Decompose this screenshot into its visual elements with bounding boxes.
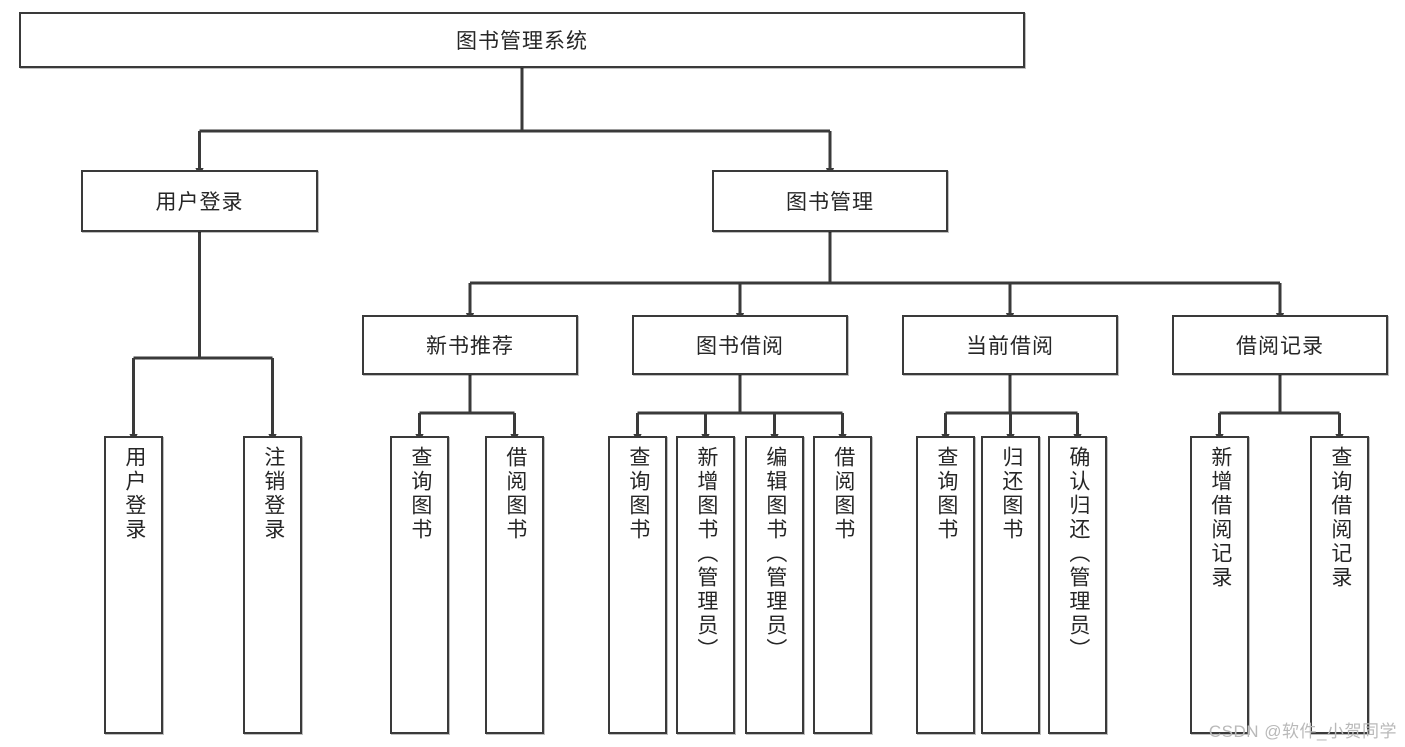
node-label: 图书管理 (786, 191, 874, 214)
leaf-borrow-book-2[interactable]: 借阅图书 (813, 436, 872, 734)
node-label: 查询图书 (934, 446, 958, 542)
watermark: CSDN @软件_小贺同学 (1208, 722, 1397, 741)
node-label: 归还图书 (999, 446, 1023, 542)
node-label: 借阅图书 (831, 446, 855, 542)
node-label: 图书管理系统 (456, 30, 588, 53)
node-label: 新增图书（管理员） (694, 446, 718, 662)
leaf-query-book-3[interactable]: 查询图书 (916, 436, 975, 734)
node-label: 查询图书 (408, 446, 432, 542)
node-root[interactable]: 图书管理系统 (19, 12, 1025, 68)
node-label: 编辑图书（管理员） (763, 446, 787, 662)
node-label: 当前借阅 (966, 335, 1054, 358)
leaf-confirm-return[interactable]: 确认归还（管理员） (1048, 436, 1107, 734)
node-label: 新书推荐 (426, 335, 514, 358)
node-current-borrow[interactable]: 当前借阅 (902, 315, 1118, 375)
node-new-book-recommend[interactable]: 新书推荐 (362, 315, 578, 375)
node-label: 用户登录 (155, 191, 244, 214)
leaf-logout[interactable]: 注销登录 (243, 436, 302, 734)
leaf-add-borrow-record[interactable]: 新增借阅记录 (1190, 436, 1249, 734)
leaf-query-book-1[interactable]: 查询图书 (390, 436, 449, 734)
node-label: 借阅图书 (503, 446, 527, 542)
node-label: 注销登录 (261, 446, 285, 542)
node-book-manage[interactable]: 图书管理 (712, 170, 948, 232)
leaf-user-login[interactable]: 用户登录 (104, 436, 163, 734)
leaf-query-borrow-record[interactable]: 查询借阅记录 (1310, 436, 1369, 734)
leaf-return-book[interactable]: 归还图书 (981, 436, 1040, 734)
node-label: 用户登录 (122, 446, 146, 542)
leaf-add-book[interactable]: 新增图书（管理员） (676, 436, 735, 734)
node-borrow-record[interactable]: 借阅记录 (1172, 315, 1388, 375)
node-label: 借阅记录 (1236, 335, 1324, 358)
leaf-query-book-2[interactable]: 查询图书 (608, 436, 667, 734)
node-user-login[interactable]: 用户登录 (81, 170, 318, 232)
node-label: 图书借阅 (696, 335, 784, 358)
leaf-edit-book[interactable]: 编辑图书（管理员） (745, 436, 804, 734)
node-label: 新增借阅记录 (1208, 446, 1232, 590)
node-label: 确认归还（管理员） (1066, 446, 1090, 662)
leaf-borrow-book-1[interactable]: 借阅图书 (485, 436, 544, 734)
node-label: 查询图书 (626, 446, 650, 542)
node-book-borrow[interactable]: 图书借阅 (632, 315, 848, 375)
node-label: 查询借阅记录 (1328, 446, 1352, 590)
